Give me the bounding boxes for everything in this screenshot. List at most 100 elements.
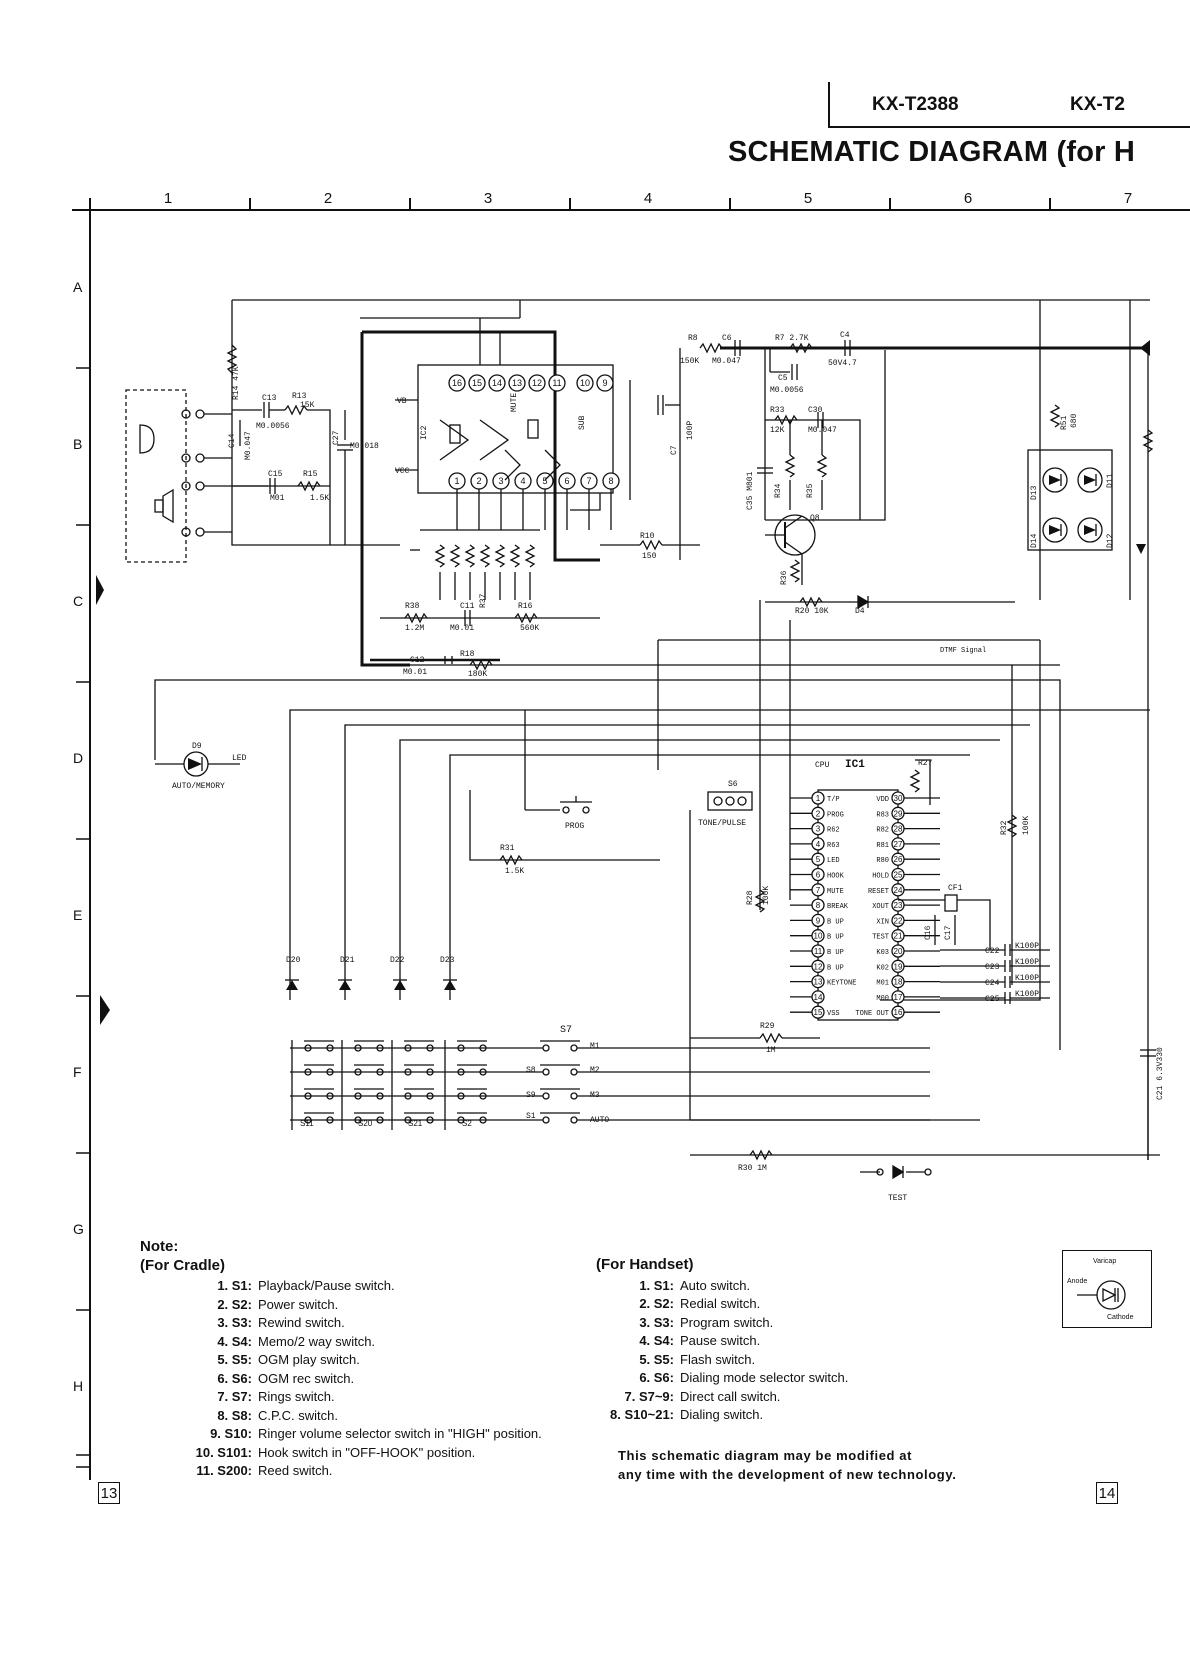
note-description: Dialing switch.: [680, 1407, 764, 1422]
note-item: 6. S6:OGM rec switch.: [140, 1370, 542, 1389]
label-r29: R29: [760, 1022, 775, 1031]
label-c22: C22: [985, 947, 1000, 956]
header-box: [828, 82, 1190, 128]
ic1-pin-number: 5: [816, 855, 821, 864]
notes-handset: (For Handset) 1. S1:Auto switch.2. S2:Re…: [596, 1256, 848, 1425]
note-item: 7. S7~9:Direct call switch.: [596, 1388, 848, 1407]
label-r37: R37: [479, 593, 488, 608]
label-m3: M3: [590, 1091, 600, 1100]
ic1-pin-name: K03: [876, 949, 889, 957]
legend-anode: Anode: [1067, 1278, 1087, 1285]
label-c25: C25: [985, 995, 1000, 1004]
label-c12-value: M0.01: [403, 668, 427, 677]
label-c27-value: M0.018: [350, 442, 379, 451]
note-switch-id: 9. S10:: [210, 1426, 252, 1441]
label-auto: AUTO: [590, 1116, 609, 1125]
ic1-pin-name: B UP: [827, 949, 844, 957]
label-r10-value: 150: [642, 552, 657, 561]
ic1-pin-name: RESET: [868, 888, 889, 896]
label-c13-value: M0.0056: [256, 422, 290, 431]
ic1-pin-name: XIN: [876, 918, 889, 926]
label-c30: C30: [808, 406, 823, 415]
ic1-pin-name: KEYTONE: [827, 980, 856, 988]
ic1-pin-name: VSS: [827, 1010, 840, 1018]
ic1-pin-number: 24: [894, 886, 903, 895]
label-c14-value: M0.047: [244, 431, 253, 460]
note-item: 2. S2:Redial switch.: [596, 1295, 848, 1314]
ic1-pin-number: 12: [814, 962, 823, 971]
ic2-pin: 8: [608, 476, 613, 486]
label-s11: S11: [300, 1119, 314, 1128]
ic1-pin-number: 18: [894, 978, 903, 987]
ic1-pin-name: R80: [876, 857, 889, 865]
label-r10: R10: [640, 532, 655, 541]
ic2-pin: 14: [492, 378, 502, 388]
label-r27: R27: [918, 759, 933, 768]
label-s20: S20: [358, 1119, 373, 1128]
label-c21: C21 6.3V330: [1156, 1047, 1165, 1100]
ic1-pin-number: 14: [814, 993, 823, 1002]
note-item: 5. S5:Flash switch.: [596, 1351, 848, 1370]
label-r28: R28: [746, 890, 755, 905]
legend-varicap: Varicap: [1093, 1258, 1116, 1265]
label-q8: Q8: [810, 514, 820, 523]
ic2-pin: 3: [498, 476, 503, 486]
label-c15: C15: [268, 470, 283, 479]
note-item: 1. S1:Auto switch.: [596, 1277, 848, 1296]
ic1-pin-number: 6: [816, 871, 821, 880]
ic1-pin-number: 20: [894, 947, 903, 956]
label-r18-value: 180K: [468, 670, 487, 679]
label-ic2: IC2: [420, 425, 429, 440]
label-r15: R15: [303, 470, 318, 479]
grid-column-label: 2: [324, 190, 332, 207]
ic1-pin-name: PROG: [827, 811, 844, 819]
label-s2: S2: [462, 1119, 472, 1128]
note-description: Rings switch.: [258, 1389, 335, 1404]
ic1-pin-number: 8: [816, 901, 821, 910]
ic2-pin: 5: [542, 476, 547, 486]
grid-column-label: 6: [964, 190, 972, 207]
label-prog: PROG: [565, 822, 584, 831]
ic1-pin-name: HOOK: [827, 873, 845, 881]
note-switch-id: 10. S101:: [195, 1444, 252, 1460]
note-switch-id: 3. S3:: [217, 1315, 252, 1330]
note-description: C.P.C. switch.: [258, 1407, 338, 1423]
ic1-pin-number: 10: [814, 932, 823, 941]
ic1-pin-number: 22: [894, 916, 903, 925]
note-description: Reed switch.: [258, 1463, 333, 1478]
note-switch-id: 6. S6:: [217, 1370, 252, 1386]
label-k100p: K100P: [1015, 974, 1039, 983]
grid-row-label: D: [73, 750, 83, 766]
label-tone-pulse: TONE/PULSE: [698, 819, 746, 828]
ic1-pin-number: 2: [816, 809, 821, 818]
note-item: 4. S4:Memo/2 way switch.: [140, 1333, 542, 1352]
label-k100p: K100P: [1015, 942, 1039, 951]
note-item: 2. S2:Power switch.: [140, 1296, 542, 1315]
ic1-pin-name: HOLD: [872, 873, 889, 881]
note-description: Ringer volume selector switch in "HIGH" …: [258, 1426, 542, 1441]
note-description: OGM play switch.: [258, 1352, 360, 1367]
label-c4-value: 50V4.7: [828, 359, 857, 368]
label-d13: D13: [1030, 485, 1039, 500]
label-c17: C17: [944, 925, 953, 940]
ic1-pin-number: 19: [894, 962, 903, 971]
note-switch-id: 8. S10~21:: [610, 1407, 674, 1422]
label-r29-value: 1M: [766, 1046, 776, 1055]
page-number-right: 14: [1096, 1482, 1118, 1504]
label-r32: R32: [1000, 820, 1009, 835]
label-c5-value: M0.0056: [770, 386, 804, 395]
label-r15-value: 1.5K: [310, 494, 329, 503]
label-r16-value: 560K: [520, 624, 539, 633]
page-title: SCHEMATIC DIAGRAM (for H: [728, 136, 1136, 168]
label-r14: R14 47K: [232, 366, 241, 400]
note-description: Power switch.: [258, 1296, 339, 1312]
ic1-pin-number: 13: [814, 978, 823, 987]
label-r35: R35: [806, 483, 815, 498]
note-item: 8. S8:C.P.C. switch.: [140, 1407, 542, 1426]
note-switch-id: 4. S4:: [639, 1333, 674, 1348]
ic1-pin-name: BREAK: [827, 903, 849, 911]
grid-column-label: 7: [1124, 190, 1132, 207]
label-c7-value: 100P: [686, 421, 695, 440]
label-r8: R8: [688, 334, 698, 343]
note-switch-id: 1. S1:: [639, 1277, 674, 1293]
